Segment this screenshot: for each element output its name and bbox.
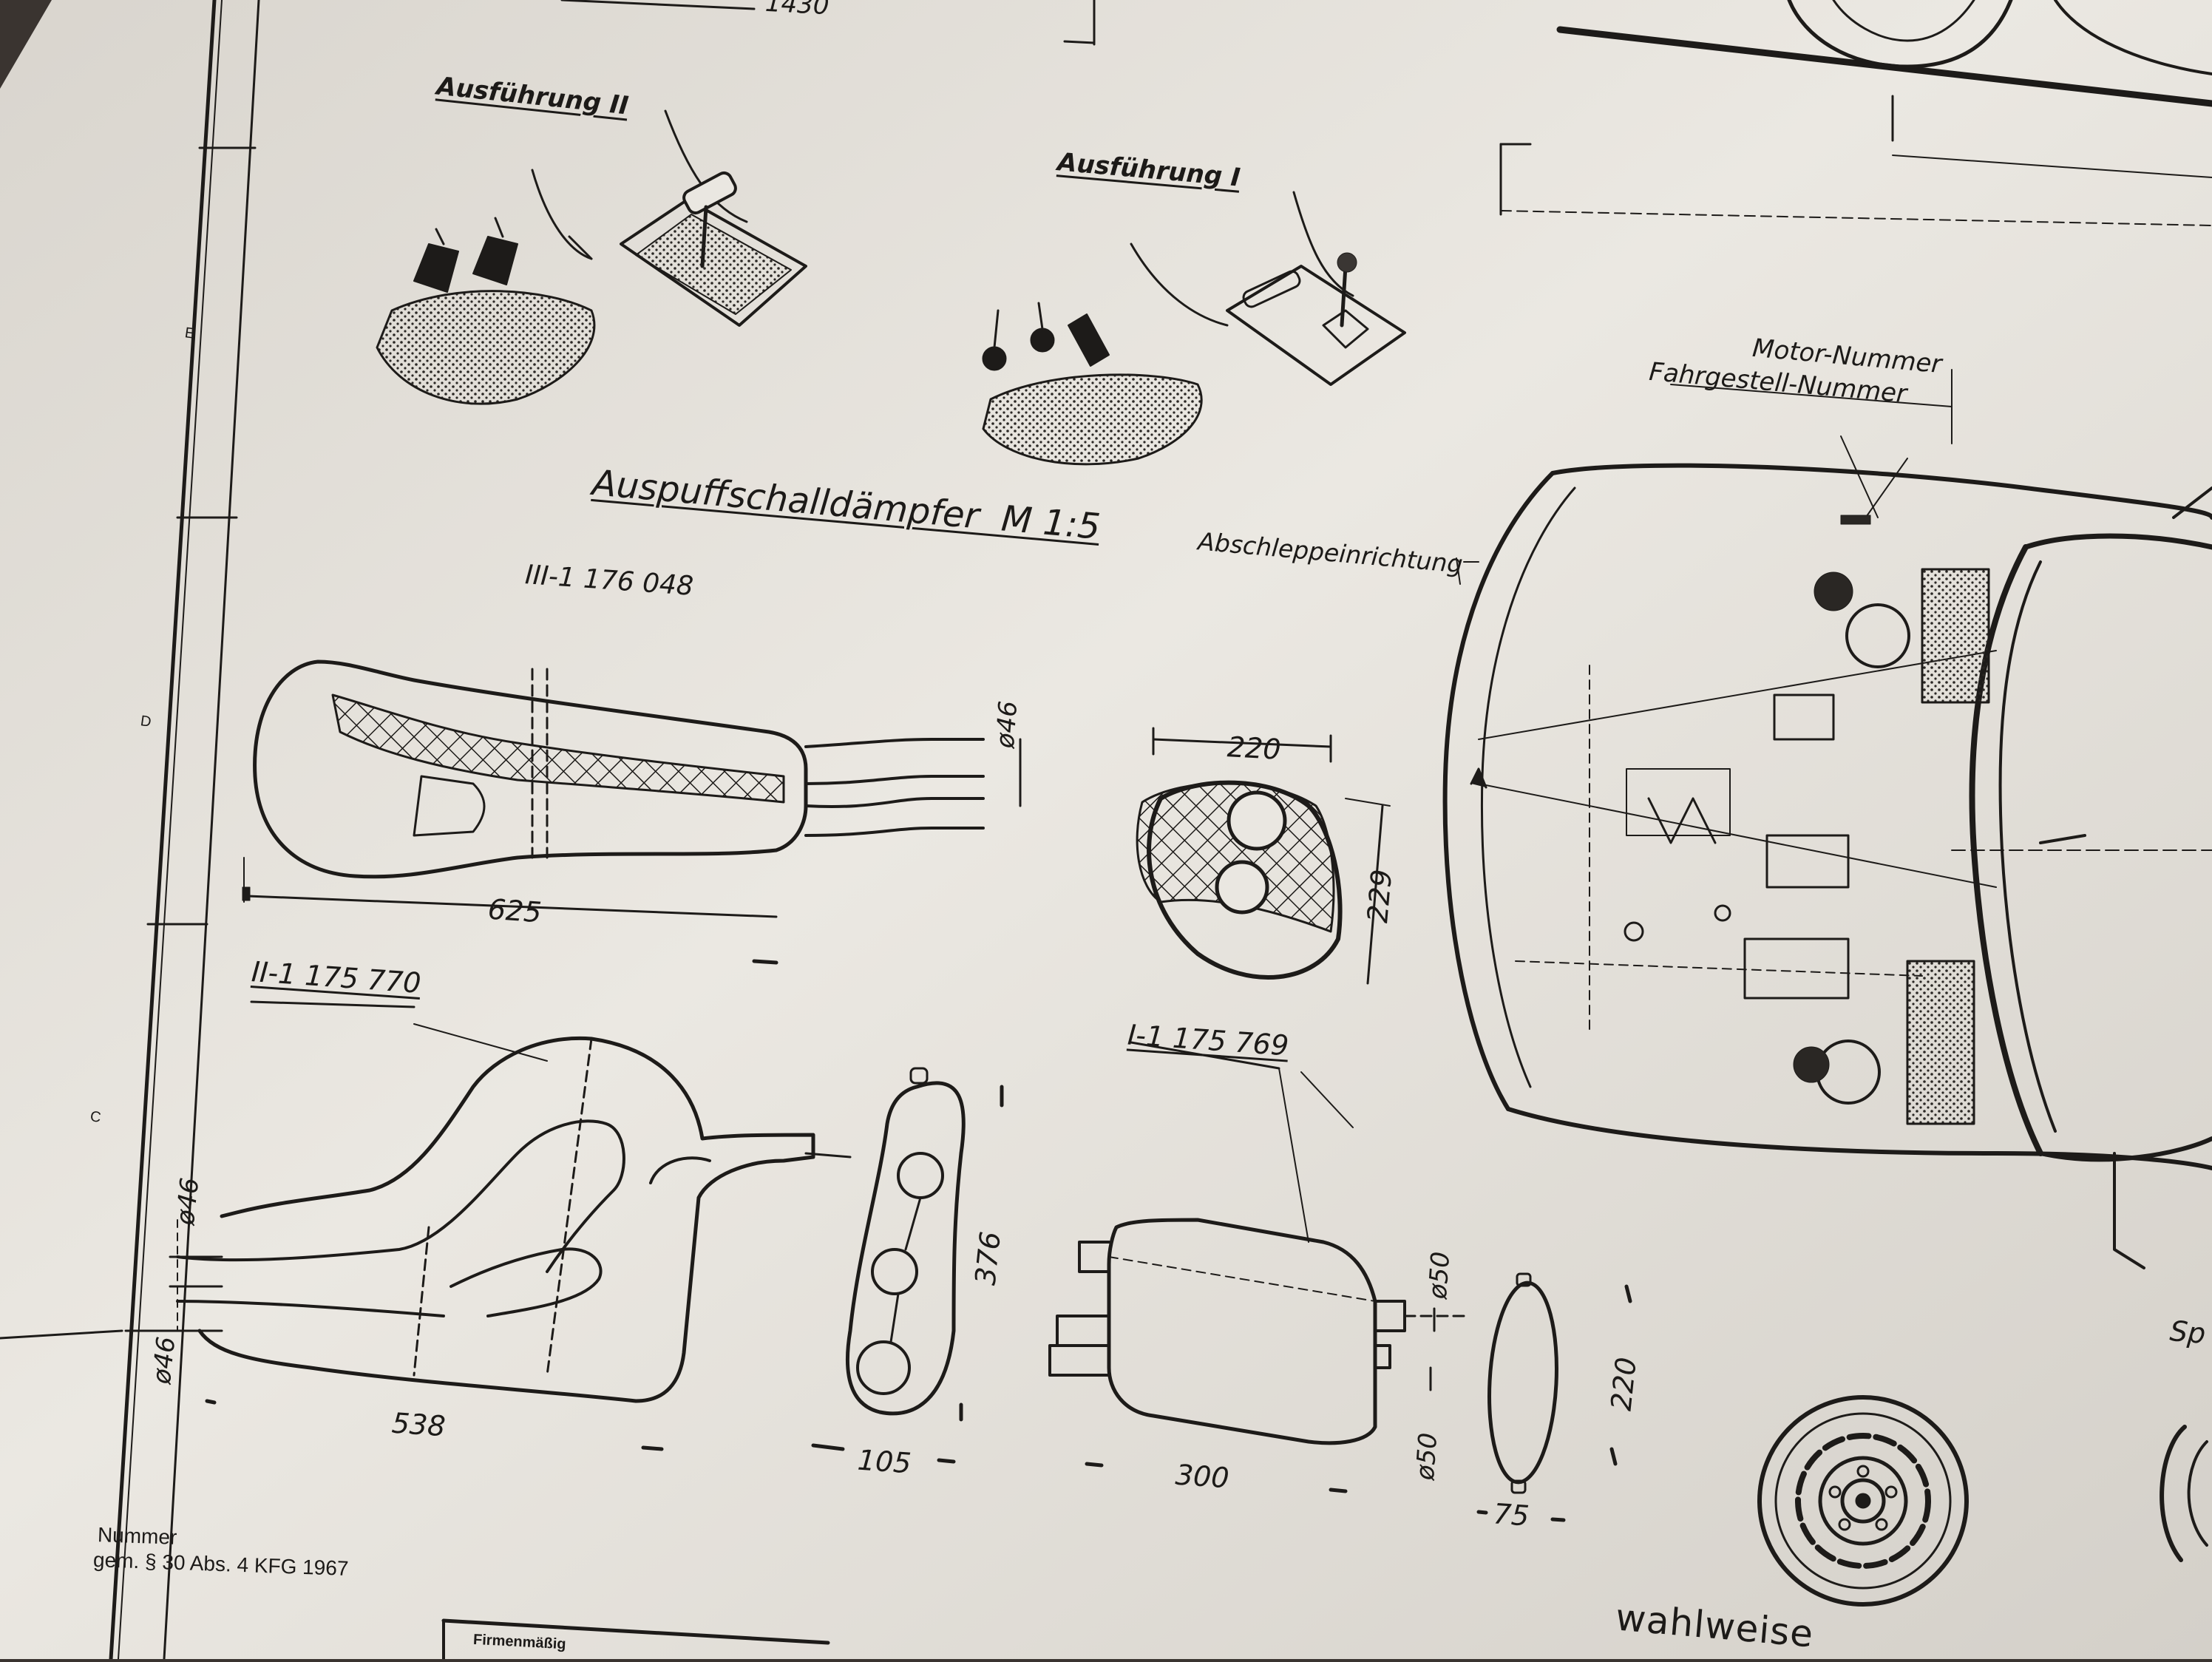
sheet-border (0, 0, 830, 1661)
dimension-220-muffler-i: 220 (1604, 1355, 1643, 1413)
dimension-538: 538 (390, 1406, 447, 1443)
dimension-ø46-upper: ø46 (170, 1176, 206, 1227)
footer-number-label: Nummer (97, 1523, 177, 1549)
dimension-625: 625 (486, 892, 543, 929)
muffler-i-drawing (1048, 1041, 1465, 1493)
car-side-view-fragment (1499, 0, 2212, 226)
variant-i-pedal-sketch (982, 191, 1406, 466)
dimension-ø50-upper: ø50 (1422, 1250, 1456, 1300)
muffler-iii-end-view (1136, 727, 1391, 985)
dimension-ø46-muffler-iii: ø46 (990, 699, 1024, 750)
dimension-376: 376 (968, 1229, 1007, 1287)
muffler-iii-drawing (242, 659, 1022, 965)
variant-ii-pedal-sketch (376, 109, 807, 405)
dimension-ø50-lower: ø50 (1410, 1431, 1444, 1482)
dimension-ø46-lower: ø46 (146, 1335, 182, 1385)
partial-label-sp: Sp (2168, 1314, 2208, 1351)
top-dimension-label: 1430 (764, 0, 830, 21)
wheel-rim-detail (1757, 1395, 2208, 1607)
dimension-75: 75 (1492, 1497, 1530, 1533)
dimension-220-end-view: 220 (1226, 730, 1282, 766)
muffler-ii-drawing (161, 1000, 852, 1451)
muffler-i-end-view (1476, 1272, 1632, 1522)
car-plan-view (1442, 369, 2212, 1269)
dimension-300: 300 (1174, 1458, 1230, 1495)
dimension-229: 229 (1361, 867, 1399, 925)
top-dimension-line (560, 0, 1096, 46)
muffler-ii-end-view (811, 1067, 1004, 1464)
dimension-105: 105 (856, 1443, 912, 1480)
